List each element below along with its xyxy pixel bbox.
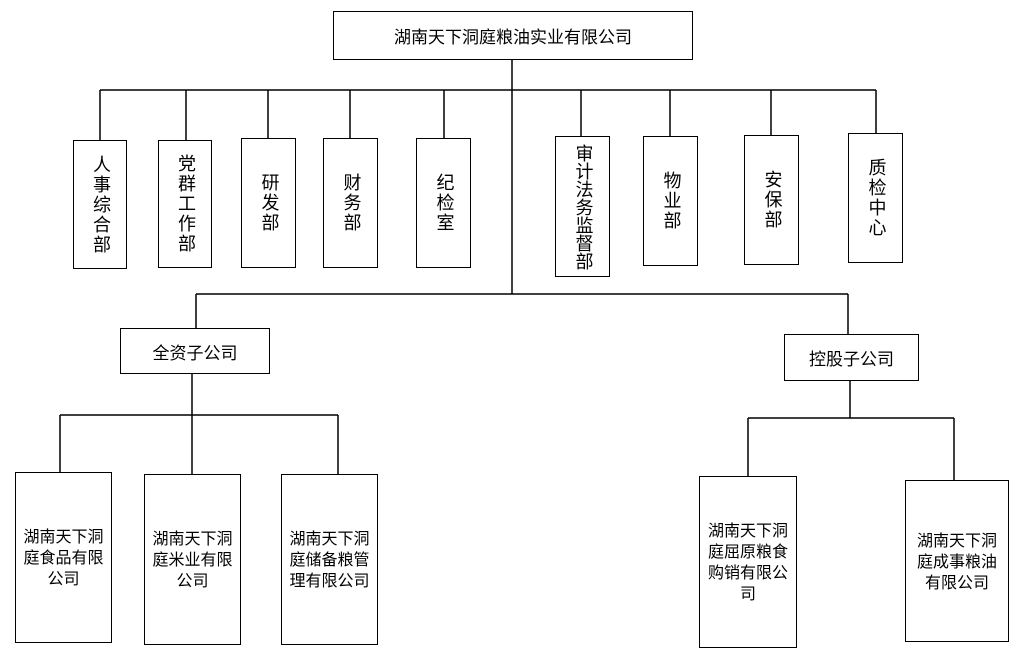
group-box-wholly-owned: 全资子公司 [120, 328, 270, 374]
subsidiary-box-chengshi: 湖南天下洞庭成事粮油有限公司 [905, 480, 1009, 642]
dept-box-security: 安保部 [744, 135, 799, 265]
subsidiary-label: 湖南天下洞庭储备粮管理有限公司 [289, 529, 370, 590]
dept-label: 研发部 [258, 173, 280, 233]
subsidiary-box-food: 湖南天下洞庭食品有限公司 [15, 472, 112, 643]
dept-box-rnd: 研发部 [241, 138, 296, 268]
group-label: 控股子公司 [809, 350, 894, 370]
dept-label: 财务部 [340, 173, 362, 233]
subsidiary-box-rice: 湖南天下洞庭米业有限公司 [144, 474, 241, 645]
subsidiary-box-reserve: 湖南天下洞庭储备粮管理有限公司 [281, 474, 378, 645]
dept-box-quality: 质检中心 [848, 133, 903, 263]
dept-label: 纪检室 [433, 173, 455, 233]
dept-box-party: 党群工作部 [158, 140, 212, 268]
dept-label: 审计法务监督部 [572, 143, 594, 270]
root-company-label: 湖南天下洞庭粮油实业有限公司 [394, 28, 632, 48]
subsidiary-label: 湖南天下洞庭成事粮油有限公司 [916, 530, 997, 592]
subsidiary-label: 湖南天下洞庭食品有限公司 [23, 527, 104, 588]
dept-box-finance: 财务部 [323, 138, 378, 268]
subsidiary-box-quyuan: 湖南天下洞庭屈原粮食购销有限公司 [699, 476, 797, 648]
subsidiary-label: 湖南天下洞庭屈原粮食购销有限公司 [707, 521, 788, 603]
dept-label: 物业部 [660, 171, 682, 231]
dept-label: 党群工作部 [175, 154, 196, 254]
group-box-holding: 控股子公司 [784, 334, 919, 381]
dept-box-discipline: 纪检室 [416, 138, 471, 268]
dept-box-hr: 人事综合部 [73, 140, 127, 269]
dept-label: 安保部 [761, 170, 783, 230]
root-company-box: 湖南天下洞庭粮油实业有限公司 [333, 11, 693, 60]
group-label: 全资子公司 [152, 343, 238, 364]
dept-label: 质检中心 [865, 158, 887, 238]
dept-label: 人事综合部 [90, 154, 111, 255]
dept-box-property: 物业部 [643, 136, 698, 266]
dept-box-audit: 审计法务监督部 [555, 136, 610, 277]
subsidiary-label: 湖南天下洞庭米业有限公司 [152, 529, 233, 590]
